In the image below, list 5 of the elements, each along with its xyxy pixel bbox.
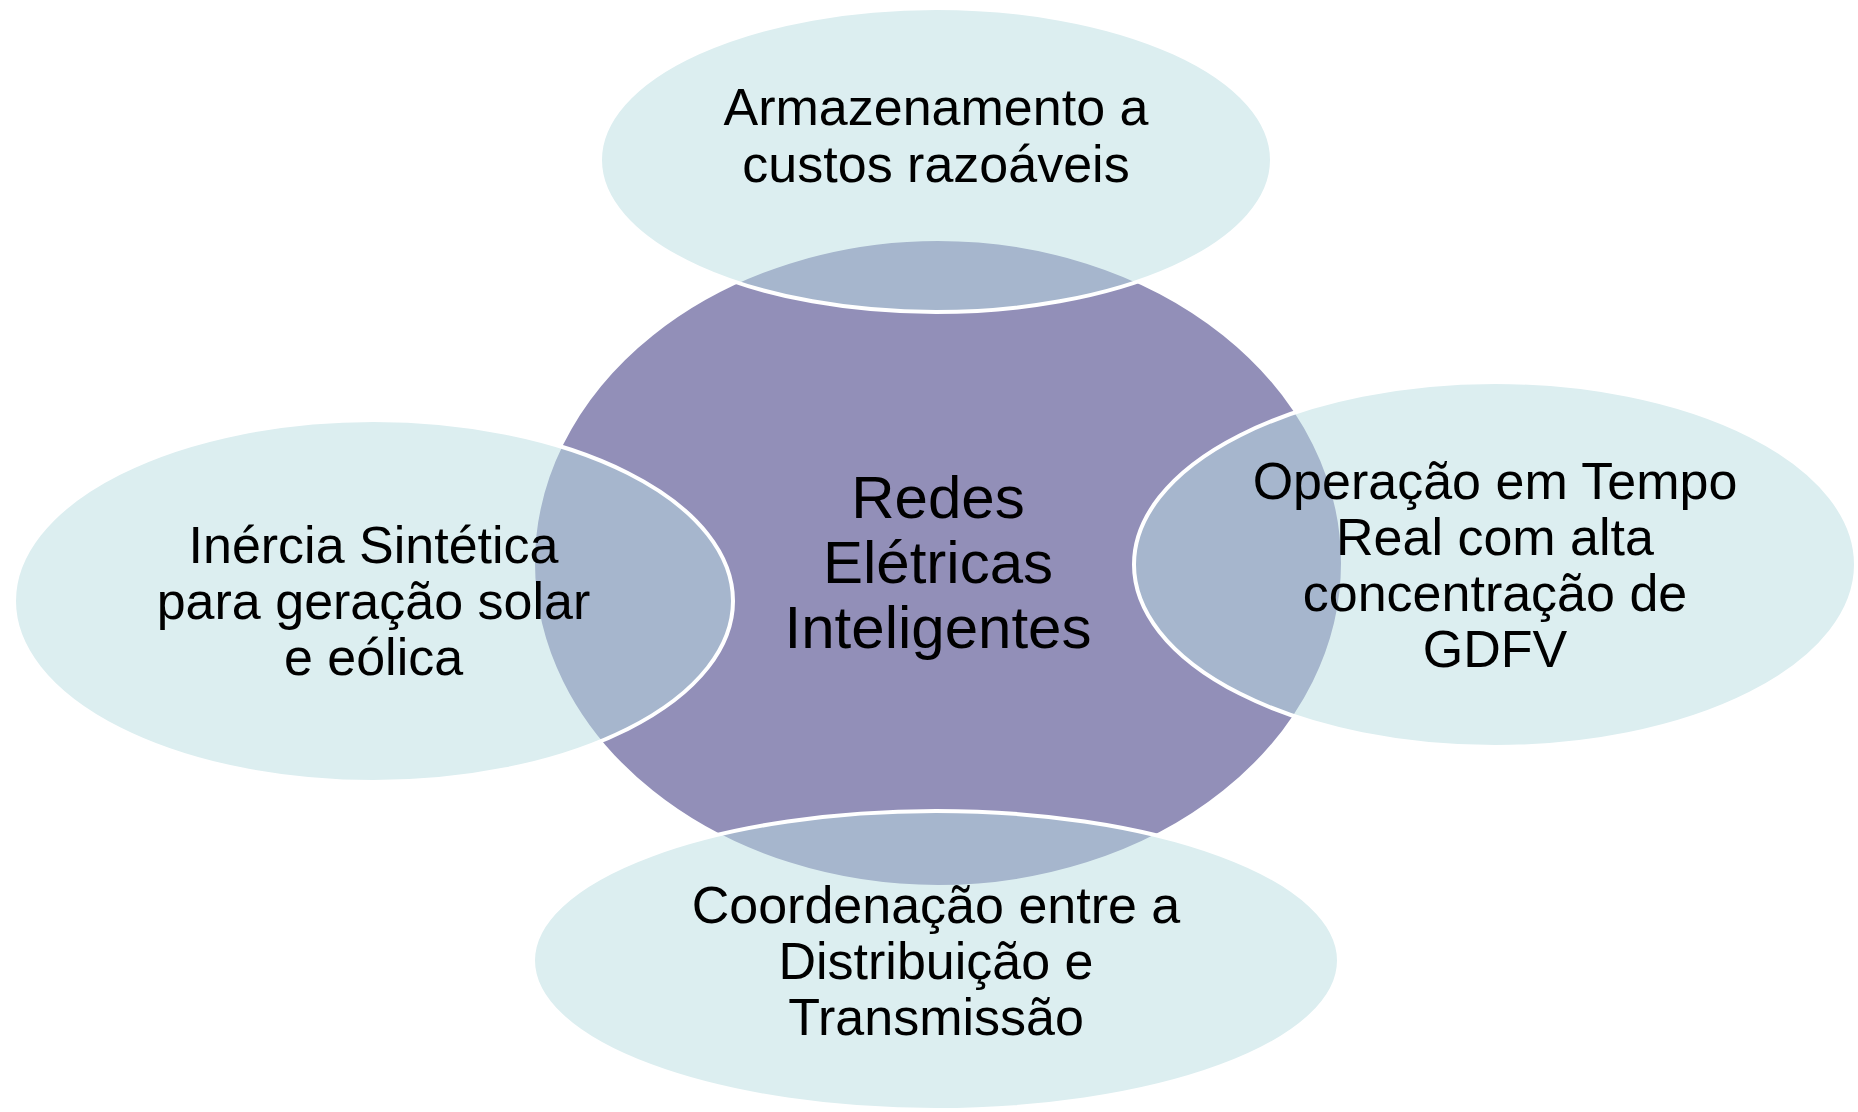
node-label: Redes Elétricas Inteligentes	[783, 465, 1093, 661]
node-label: Operação em Tempo Real com alta concentração de GDFV	[1251, 452, 1739, 677]
node-label: Armazenamento a custos razoáveis	[722, 79, 1150, 192]
node-label: Coordenação entre a Distribuição e Transmissão	[690, 876, 1182, 1045]
node-label: Inércia Sintética para geração solar e eólica	[155, 516, 592, 686]
